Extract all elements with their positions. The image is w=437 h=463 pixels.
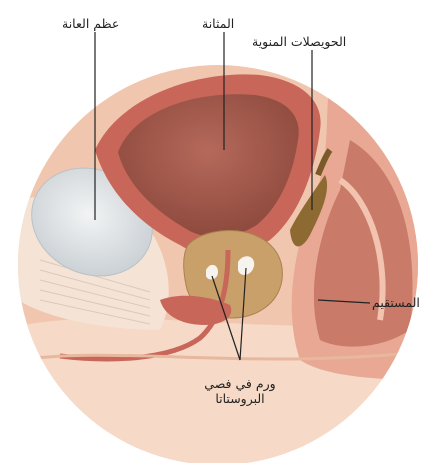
label-prostate-tumor: ورم في فصي البروستاتا	[200, 376, 280, 406]
perineal-muscle	[160, 295, 232, 325]
tumor-left	[206, 264, 218, 280]
tumor-right	[238, 256, 255, 275]
rectum-lumen	[313, 140, 413, 347]
vas-deferens	[315, 148, 333, 177]
urethra	[59, 249, 231, 362]
leader-lines	[94, 32, 371, 361]
skin-line	[19, 348, 418, 362]
label-pubic-bone: عظم العانة	[62, 16, 120, 31]
rectum-fold	[338, 177, 386, 321]
label-seminal-vesicles: الحويصلات المنوية	[252, 34, 347, 49]
label-tumor-line2: البروستاتا	[215, 391, 265, 406]
label-bladder: المثانة	[202, 16, 235, 31]
label-rectum: المستقيم	[372, 295, 420, 310]
label-tumor-line1: ورم في فصي	[204, 376, 276, 391]
seminal-vesicle	[290, 175, 328, 247]
bladder-lumen	[118, 94, 299, 237]
prostate-gland	[183, 230, 283, 319]
